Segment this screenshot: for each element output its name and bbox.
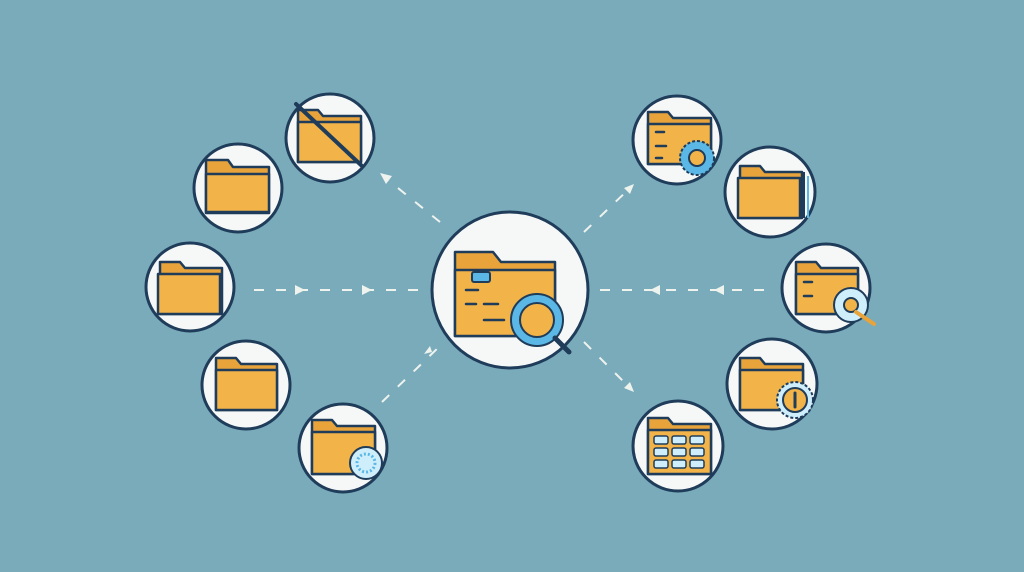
node-left-2	[192, 142, 284, 234]
node-left-3	[144, 241, 236, 333]
folder-stack-icon	[736, 164, 809, 220]
folder-icon	[214, 356, 279, 412]
connector-bottom-right	[583, 341, 634, 392]
connector-left	[254, 285, 420, 295]
folder-stack-icon	[156, 260, 224, 316]
center-node	[430, 210, 590, 370]
node-left-1	[284, 92, 376, 184]
node-right-4	[725, 337, 819, 431]
node-right-3	[780, 242, 876, 334]
connector-top-left	[380, 173, 441, 223]
connector-right	[600, 285, 766, 295]
connector-top-right	[583, 184, 634, 233]
folder-lock-badge-icon	[738, 356, 814, 419]
folder-search-icon	[453, 250, 572, 355]
connector-bottom-left	[381, 343, 443, 403]
connectors	[254, 173, 766, 403]
folder-icon	[204, 158, 271, 215]
node-right-2	[723, 145, 817, 239]
folder-key-icon	[794, 260, 876, 326]
folder-badge-icon	[310, 418, 383, 480]
node-right-5	[631, 399, 725, 493]
folder-crossed-icon	[294, 102, 364, 168]
node-left-4	[200, 339, 292, 431]
node-left-5	[297, 402, 389, 494]
node-right-1	[631, 94, 723, 186]
folder-gear-icon	[646, 110, 715, 176]
folder-grid-icon	[646, 416, 713, 476]
